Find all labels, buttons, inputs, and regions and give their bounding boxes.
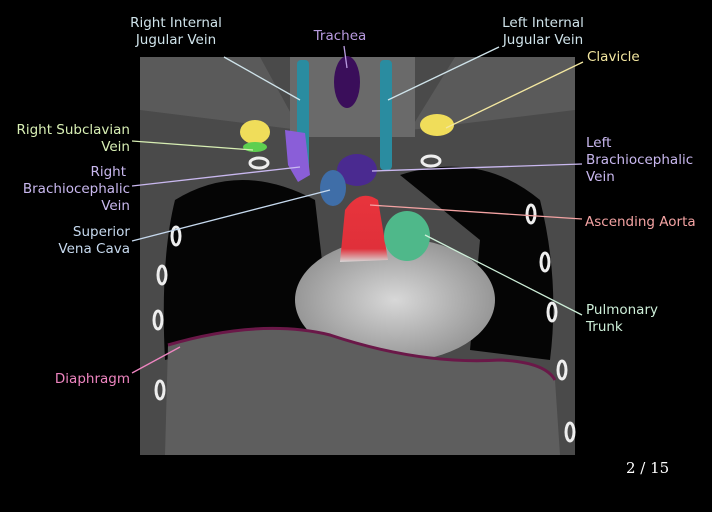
left-brachiocephalic-vein-region <box>337 154 377 186</box>
ascending-aorta-region <box>340 195 388 262</box>
right-subclavian-vein-region <box>243 142 267 152</box>
slide-page-indicator: 2 / 15 <box>626 459 670 477</box>
ct-scan-image <box>140 56 576 455</box>
left-clavicle-region <box>420 114 454 136</box>
trachea-region <box>334 56 360 108</box>
right-brachiocephalic-vein-region <box>285 130 310 182</box>
pulmonary-trunk-region <box>384 211 430 261</box>
label-clavicle: Clavicle <box>587 49 640 65</box>
label-diaphragm: Diaphragm <box>55 371 130 387</box>
svc-region <box>320 170 346 206</box>
label-ascending-aorta: Ascending Aorta <box>585 214 696 230</box>
leader-lines <box>131 45 584 374</box>
left-internal-jugular-vein-region <box>380 60 392 170</box>
right-clavicle-region <box>240 120 270 144</box>
label-trachea: Trachea <box>313 28 367 44</box>
